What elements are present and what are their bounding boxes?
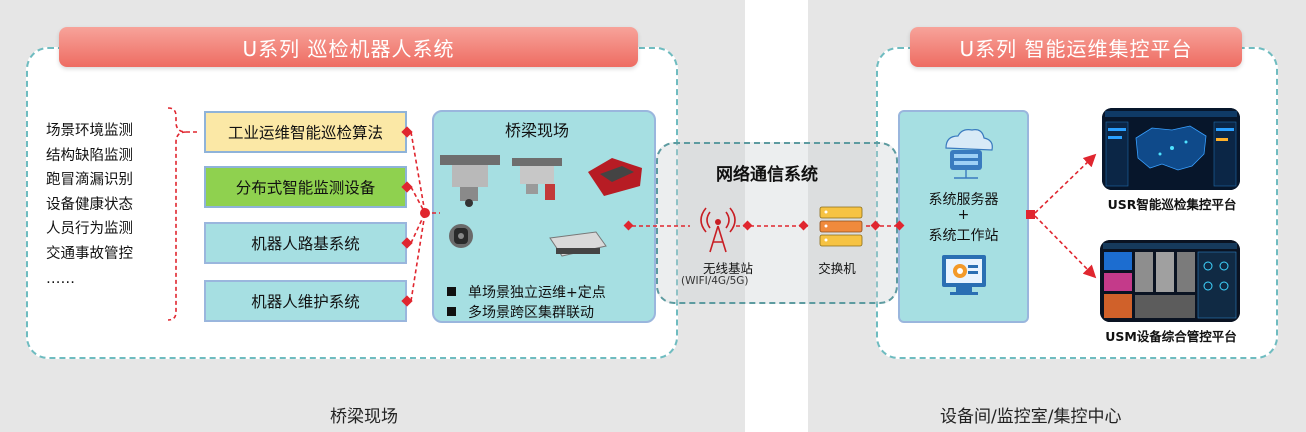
- cloud-server-icon: [945, 129, 993, 179]
- rail-robot-2: [512, 158, 562, 200]
- capability-list: 场景环境监测 结构缺陷监测 跑冒滴漏识别 设备健康状态 人员行为监测 交通事故管…: [46, 119, 133, 291]
- usm-platform-screenshot: [1100, 240, 1240, 322]
- module-robot-track-system: 机器人路基系统: [204, 222, 407, 264]
- bridge-site-box: [432, 110, 656, 323]
- arrow-to-usm: [1034, 215, 1097, 279]
- workstation-label: 系统工作站: [928, 228, 999, 244]
- switch-icon: [819, 206, 863, 247]
- capability-item: 跑冒滴漏识别: [46, 172, 133, 189]
- network-connector: [894, 220, 905, 231]
- usm-platform-label: USM设备综合管控平台: [1105, 329, 1237, 344]
- server-plus: +: [957, 207, 970, 223]
- module-connector: [401, 295, 413, 307]
- arrow-to-usr: [1034, 153, 1097, 214]
- rail-robot-3: [588, 158, 642, 196]
- server-label: 系统服务器: [928, 192, 999, 208]
- workstation-icon: [942, 255, 986, 295]
- right-zone-footer: 设备间/监控室/集控中心: [940, 407, 1122, 427]
- bullet-item: 单场景独立运维+定点: [447, 283, 606, 303]
- usr-platform-screenshot: [1102, 108, 1240, 190]
- usm-dashboard-graphic: [1100, 240, 1240, 322]
- module-connector: [401, 181, 413, 193]
- network-connector: [798, 220, 809, 231]
- left-zone-footer: 桥梁现场: [330, 407, 398, 427]
- module-connector: [401, 237, 413, 249]
- capability-item: ……: [46, 270, 75, 287]
- network-system-title: 网络通信系统: [716, 165, 818, 185]
- usr-platform-label: USR智能巡检集控平台: [1107, 197, 1237, 212]
- capability-item: 交通事故管控: [46, 245, 133, 262]
- site-connector: [623, 220, 634, 231]
- base-station-sub: (WIFI/4G/5G): [681, 275, 749, 287]
- inspection-robot-banner: U系列 巡检机器人系统: [59, 27, 638, 67]
- antenna-icon: [700, 207, 736, 253]
- capability-item: 设备健康状态: [46, 196, 133, 213]
- ptz-camera: [449, 224, 473, 248]
- network-connector: [742, 220, 753, 231]
- usr-dashboard-graphic: [1102, 108, 1240, 190]
- rail-robot-1: [440, 155, 500, 207]
- module-distributed-monitoring: 分布式智能监测设备: [204, 166, 407, 208]
- capability-item: 场景环境监测: [46, 123, 133, 139]
- crawler-robot: [549, 231, 607, 257]
- switch-label: 交换机: [818, 261, 856, 276]
- capability-brace: [167, 107, 187, 321]
- ops-platform-banner: U系列 智能运维集控平台: [910, 27, 1242, 67]
- bridge-site-title: 桥梁现场: [505, 121, 570, 140]
- capability-item: 人员行为监测: [46, 221, 133, 238]
- bullet-item: 多场景跨区集群联动: [447, 303, 606, 323]
- module-robot-maintenance: 机器人维护系统: [204, 280, 407, 322]
- capability-item: 结构缺陷监测: [46, 147, 133, 164]
- module-inspection-algorithm: 工业运维智能巡检算法: [204, 111, 407, 153]
- network-connector: [870, 220, 881, 231]
- bridge-site-bullets: 单场景独立运维+定点 多场景跨区集群联动: [447, 283, 606, 323]
- base-station-label: 无线基站: [702, 261, 753, 276]
